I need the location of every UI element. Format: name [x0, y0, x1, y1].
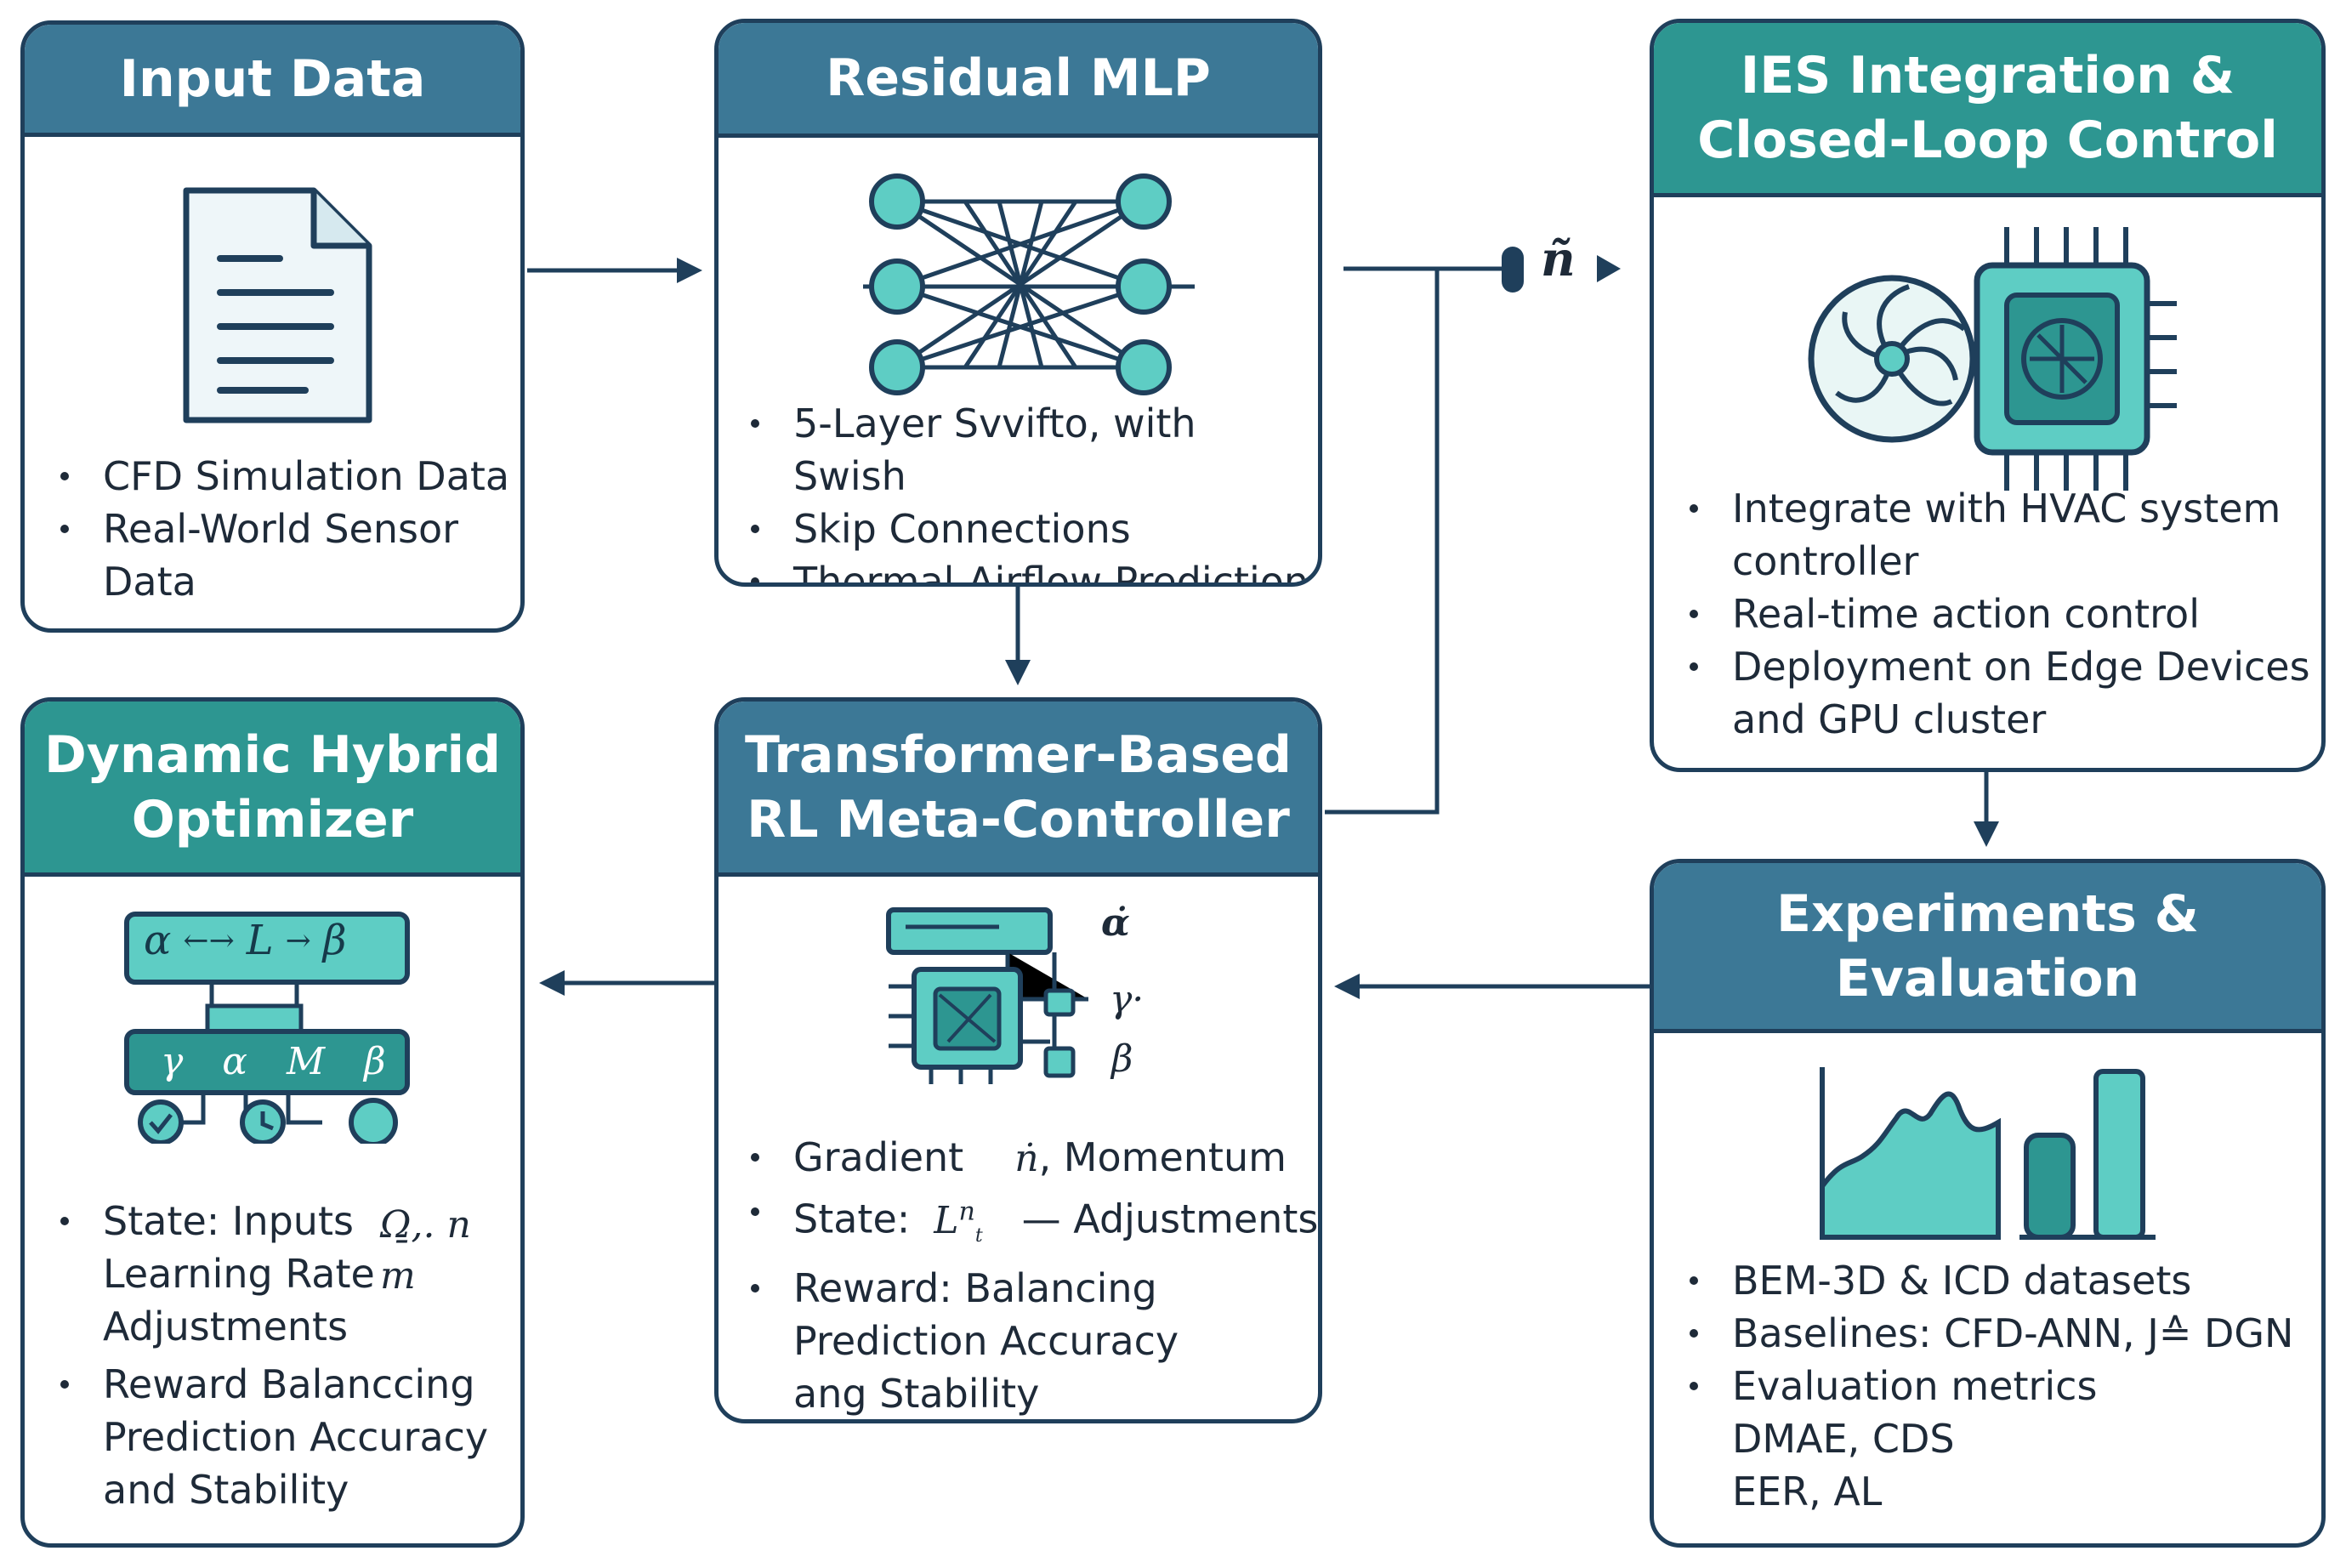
junction-node [1502, 247, 1524, 293]
bullet-text: Reward: Balancing [793, 1265, 1157, 1312]
input-data-bullets: CFD Simulation Data Real-World Sensor Da… [54, 450, 513, 608]
state-symbol-l: L [934, 1198, 959, 1242]
bullet-text: Reward Balanccing [103, 1361, 475, 1407]
bullet-text: Evaluation metrics [1732, 1363, 2098, 1409]
meta-title-line1: Transformer-Based [744, 724, 1292, 785]
experiments-bullets: BEM-3D & ICD datasets Baselines: CFD-ANN… [1683, 1254, 2320, 1518]
evaluation-chart-icon [1820, 1067, 2156, 1240]
ies-bullets: Integrate with HVAC system controller Re… [1683, 482, 2312, 746]
bullet-text: Learning Rate [103, 1251, 375, 1297]
formula-loss: L [246, 917, 274, 964]
input-data-title: Input Data [119, 48, 426, 109]
optimizer-flow-icon [124, 912, 410, 1144]
bullet-item: Real-time action control [1683, 588, 2312, 640]
ies-title-line1: IES Integration & [1740, 46, 2235, 105]
state-symbol: Lnt [910, 1196, 1021, 1246]
residual-mlp-header: Residual MLP [719, 23, 1318, 138]
formula-top-row: α ←→ L → β [144, 917, 347, 964]
ies-integration-box: IES Integration & Closed-Loop Control In… [1650, 19, 2326, 772]
meta-controller-chip-icon [886, 907, 1088, 1084]
bullet-item: 5-Layer Svvifto, with Swish [744, 397, 1314, 503]
bullet-text: Adjustments [103, 1304, 349, 1349]
line-meta-to-ies [1325, 266, 1514, 815]
bullet-text: Prediction Accuracy [793, 1318, 1179, 1365]
ies-integration-header: IES Integration & Closed-Loop Control [1654, 23, 2321, 197]
gradient-symbol: ṅ [1014, 1137, 1039, 1180]
bullet-text: DMAE, CDS [1732, 1416, 1955, 1462]
bullet-item: State:Lnt— Adjustments [744, 1185, 1319, 1262]
input-data-box: Input Data CFD Simulation Data Real-Worl… [20, 20, 525, 633]
chip-label-alpha: α̇ [1101, 901, 1130, 945]
formula-gamma: γ [161, 1040, 184, 1083]
bullet-item: Gradient ṅ, Momentum [744, 1131, 1318, 1185]
experiments-header: Experiments & Evaluation [1654, 863, 2321, 1033]
optimizer-side-symbol-2: m [380, 1254, 416, 1298]
formula-alpha: α [144, 917, 172, 964]
formula-alpha2: α [222, 1040, 248, 1083]
bullet-item: BEM-3D & ICD datasets [1683, 1254, 2320, 1307]
bullet-suffix: , Momentum [1038, 1134, 1287, 1180]
connector-label: ñ [1541, 231, 1576, 287]
bullet-item: Real-World Sensor Data [54, 503, 513, 608]
bullet-text: Prediction Accuracy [103, 1414, 489, 1460]
formula-arrow: → [285, 923, 311, 958]
chip-label-gamma: γ· [1110, 978, 1145, 1021]
optimizer-title-line2: Optimizer [131, 789, 414, 849]
experiments-box: Experiments & Evaluation BEM-3D & ICD da… [1650, 859, 2326, 1548]
experiments-title-line2: Evaluation [1835, 948, 2140, 1008]
bullet-item: Thermal-Airflow Prediction [744, 555, 1314, 582]
optimizer-side-symbol-1: Ω̱,. n [380, 1203, 471, 1247]
hybrid-optimizer-box: Dynamic Hybrid Optimizer α ←→ L → β γ α … [20, 697, 525, 1548]
hvac-chip-icon [1808, 227, 2177, 491]
state-symbol-sub: t [974, 1224, 983, 1247]
arrowhead-to-ies [1597, 255, 1621, 282]
hybrid-optimizer-header: Dynamic Hybrid Optimizer [25, 702, 520, 877]
bullet-item: CFD Simulation Data [54, 450, 513, 503]
bullet-text: Gradient [793, 1134, 964, 1180]
bullet-suffix: — Adjustments [1021, 1196, 1319, 1242]
residual-mlp-box: Residual MLP 5-Layer Svvifto, with Swish… [714, 19, 1322, 587]
bullet-item: Integrate with HVAC system controller [1683, 482, 2312, 588]
bullet-text: State: [793, 1196, 911, 1242]
bullet-text: ang Stability [793, 1371, 1040, 1417]
formula-bottom-row: γ α M β [161, 1040, 386, 1083]
state-symbol-sup: n [958, 1196, 975, 1226]
neural-network-icon [863, 173, 1195, 395]
formula-arrow-both: ←→ [183, 923, 235, 958]
residual-mlp-title: Residual MLP [826, 48, 1211, 108]
formula-beta: β [322, 917, 347, 964]
formula-beta2: β [364, 1040, 386, 1083]
ies-title-line2: Closed-Loop Control [1697, 111, 2278, 170]
bullet-text: EER, AL [1732, 1469, 1883, 1514]
optimizer-title-line1: Dynamic Hybrid [43, 724, 502, 785]
experiments-title-line1: Experiments & [1775, 883, 2200, 944]
bullet-item: Baselines: CFD-ANN, J≙ DGN [1683, 1307, 2320, 1360]
bullet-text: and Stability [103, 1467, 349, 1513]
bullet-item: Skip Connections [744, 503, 1314, 555]
input-data-header: Input Data [25, 25, 520, 137]
meta-controller-header: Transformer-Based RL Meta-Controller [719, 702, 1318, 877]
bullet-item: Deployment on Edge Devices and GPU clust… [1683, 640, 2312, 746]
meta-title-line2: RL Meta-Controller [747, 789, 1290, 849]
meta-controller-box: Transformer-Based RL Meta-Controller α̇ … [714, 697, 1322, 1423]
chip-label-beta: β [1111, 1037, 1133, 1081]
bullet-text: State: Inputs [103, 1198, 354, 1244]
formula-m: M [287, 1040, 326, 1083]
residual-mlp-bullets: 5-Layer Svvifto, with Swish Skip Connect… [744, 397, 1314, 582]
document-icon [183, 187, 372, 423]
